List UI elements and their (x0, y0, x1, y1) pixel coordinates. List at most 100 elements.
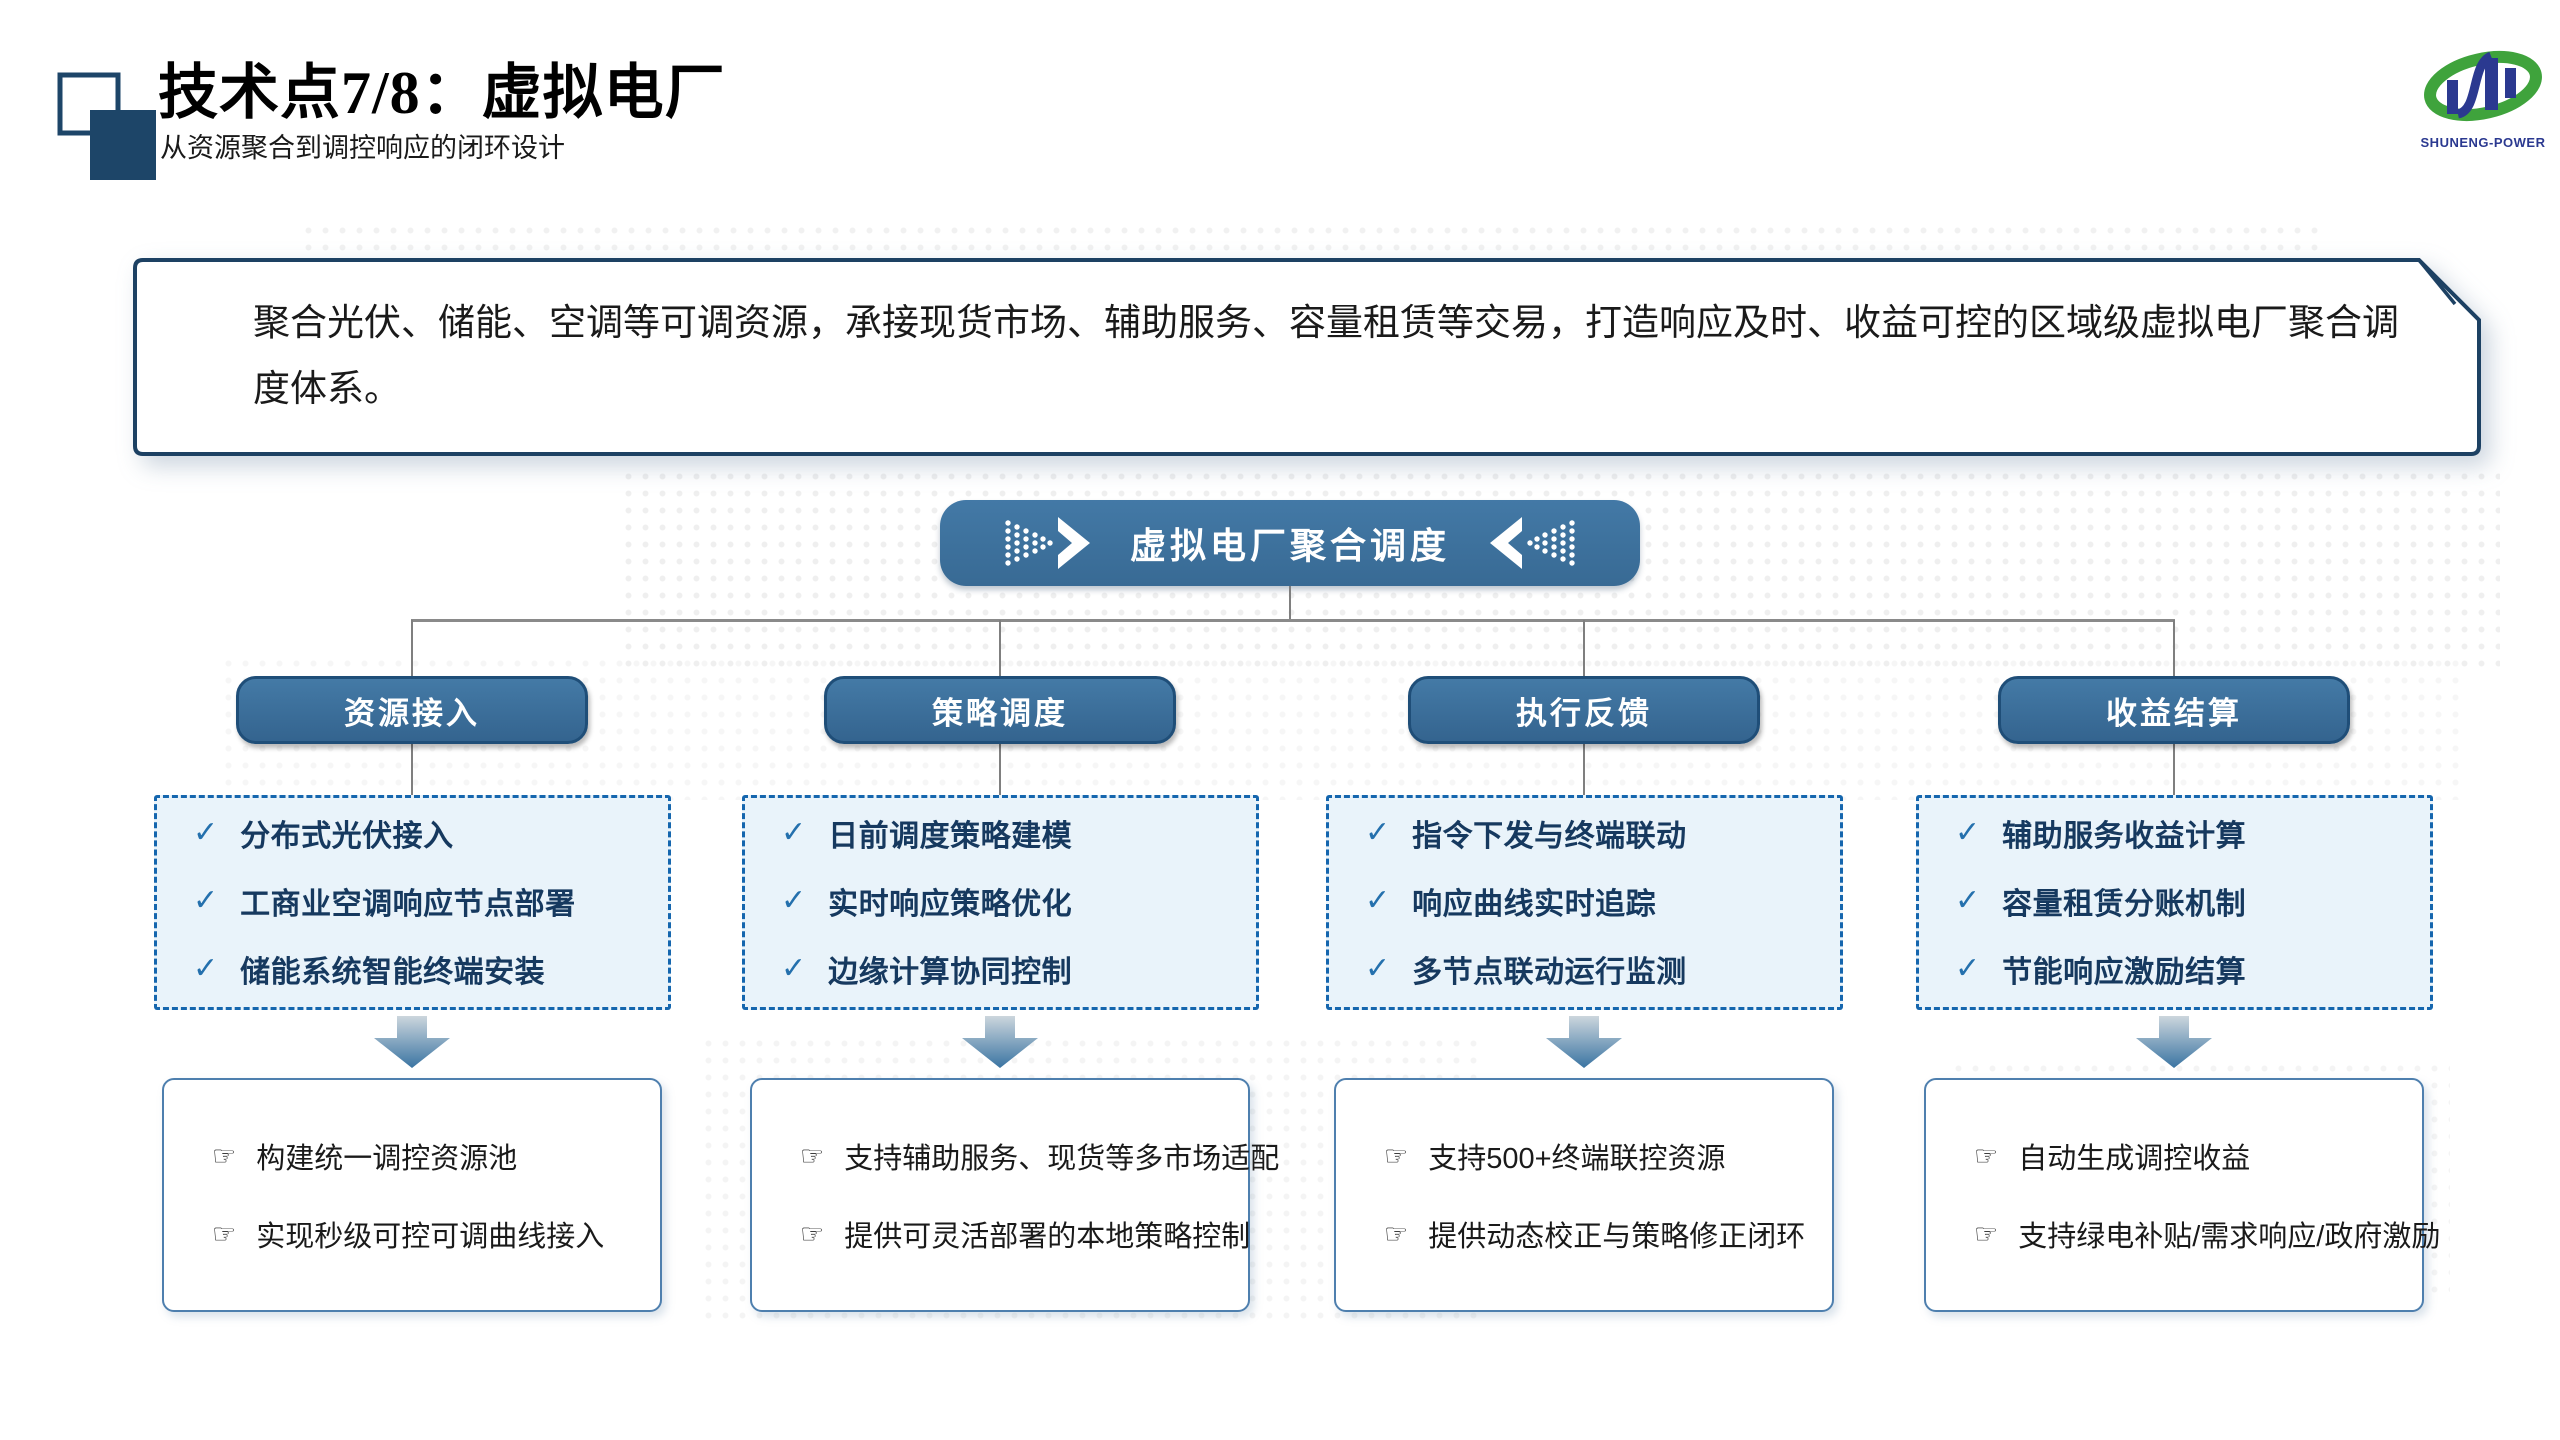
note-item: ☞ 自动生成调控收益 (1974, 1135, 2412, 1177)
check-panel: ✓ 分布式光伏接入 ✓ 工商业空调响应节点部署 ✓ 储能系统智能终端安装 (154, 795, 671, 1010)
chevron-right-icon (1005, 517, 1090, 569)
check-item: ✓ 多节点联动运行监测 (1365, 947, 1826, 991)
dot-pattern (300, 222, 2320, 258)
connector-line (411, 619, 2175, 622)
note-text: 自动生成调控收益 (2018, 1143, 2251, 1175)
note-item: ☞支持绿电补贴/需求响应/政府激励 (1974, 1213, 2440, 1255)
check-text: 实时响应策略优化 (828, 887, 1073, 921)
check-text: 边缘计算协同控制 (828, 955, 1073, 989)
note-text: 提供动态校正与策略修正闭环 (1428, 1221, 1806, 1253)
check-icon: ✓ (1365, 951, 1391, 985)
check-item: ✓ 边缘计算协同控制 (781, 947, 1242, 991)
down-arrow-icon (2136, 1016, 2212, 1068)
root-node: 虚拟电厂聚合调度 (940, 500, 1640, 586)
root-node-label: 虚拟电厂聚合调度 (1129, 525, 1450, 566)
check-item: ✓ 容量租赁分账机制 (1955, 879, 2416, 923)
note-panel: ☞ 支持辅助服务、现货等多市场适配 ☞提供可灵活部署的本地策略控制 (750, 1078, 1279, 1312)
connector-line (2173, 744, 2175, 795)
check-icon: ✓ (781, 815, 807, 849)
page-subtitle: 从资源聚合到调控响应的闭环设计 (160, 133, 565, 163)
connector-line (2173, 620, 2175, 676)
check-item: ✓ 工商业空调响应节点部署 (193, 879, 654, 923)
summary-text: 聚合光伏、储能、空调等可调资源，承接现货市场、辅助服务、容量租赁等交易，打造响应… (253, 302, 2399, 409)
note-item: ☞ 支持辅助服务、现货等多市场适配 (800, 1135, 1279, 1177)
check-item: ✓ 辅助服务收益计算 (1955, 811, 2416, 855)
note-panel: ☞ 构建统一调控资源池 ☞ 实现秒级可控可调曲线接入 (162, 1078, 662, 1312)
summary-box: 聚合光伏、储能、空调等可调资源，承接现货市场、辅助服务、容量租赁等交易，打造响应… (133, 258, 2483, 458)
check-text: 容量租赁分账机制 (2002, 887, 2247, 921)
note-text: 支持500+终端联控资源 (1428, 1143, 1726, 1175)
check-text: 日前调度策略建模 (828, 819, 1073, 853)
pointing-hand-icon: ☞ (1974, 1218, 1999, 1249)
check-item: ✓ 节能响应激励结算 (1955, 947, 2416, 991)
note-panel: ☞ 支持500+终端联控资源 ☞ 提供动态校正与策略修正闭环 (1334, 1078, 1834, 1312)
connector-line (1583, 744, 1585, 795)
pointing-hand-icon: ☞ (1384, 1140, 1409, 1171)
pointing-hand-icon: ☞ (800, 1140, 825, 1171)
company-logo: SHUNENG-POWER (2408, 48, 2558, 150)
check-icon: ✓ (1365, 815, 1391, 849)
chevron-left-icon (1490, 517, 1575, 569)
pointing-hand-icon: ☞ (1974, 1140, 1999, 1171)
check-item: ✓ 指令下发与终端联动 (1365, 811, 1826, 855)
check-item: ✓响应曲线实时追踪 (1365, 879, 1826, 923)
summary-box-frame (133, 258, 2481, 456)
connector-line (1583, 620, 1585, 676)
connector-line (1289, 586, 1291, 620)
connector-line (411, 744, 413, 795)
check-text: 节能响应激励结算 (2002, 955, 2247, 989)
check-text: 辅助服务收益计算 (2002, 819, 2247, 853)
logo-text: SHUNENG-POWER (2420, 135, 2546, 150)
title-squares-icon (57, 72, 156, 180)
down-arrow-icon (374, 1016, 450, 1068)
check-icon: ✓ (1955, 883, 1981, 917)
branch-header-label: 收益结算 (2106, 695, 2242, 731)
check-item: ✓ 分布式光伏接入 (193, 811, 654, 855)
pointing-hand-icon: ☞ (212, 1218, 237, 1249)
check-icon: ✓ (1955, 815, 1981, 849)
check-text: 多节点联动运行监测 (1412, 955, 1687, 989)
check-icon: ✓ (1365, 883, 1391, 917)
branch-header-execution-feedback: 执行反馈 (1408, 676, 1760, 744)
logo-mark-icon (2424, 51, 2542, 121)
branch-header-label: 资源接入 (344, 695, 480, 731)
check-icon: ✓ (193, 951, 219, 985)
note-text: 构建统一调控资源池 (256, 1143, 518, 1175)
note-text: 支持辅助服务、现货等多市场适配 (844, 1143, 1280, 1175)
check-panel: ✓ 日前调度策略建模 ✓ 实时响应策略优化 ✓ 边缘计算协同控制 (742, 795, 1259, 1010)
note-text: 实现秒级可控可调曲线接入 (256, 1221, 605, 1253)
branch-header-revenue-settlement: 收益结算 (1998, 676, 2350, 744)
connector-line (999, 620, 1001, 676)
pointing-hand-icon: ☞ (212, 1140, 237, 1171)
check-panel: ✓ 辅助服务收益计算 ✓ 容量租赁分账机制 ✓ 节能响应激励结算 (1916, 795, 2433, 1010)
down-arrow-icon (1546, 1016, 1622, 1068)
check-text: 工商业空调响应节点部署 (240, 887, 576, 921)
note-item: ☞ 实现秒级可控可调曲线接入 (212, 1213, 650, 1255)
note-item: ☞ 构建统一调控资源池 (212, 1135, 650, 1177)
check-icon: ✓ (193, 883, 219, 917)
pointing-hand-icon: ☞ (1384, 1218, 1409, 1249)
connector-line (999, 744, 1001, 795)
check-panel: ✓ 指令下发与终端联动 ✓响应曲线实时追踪 ✓ 多节点联动运行监测 (1326, 795, 1843, 1010)
check-icon: ✓ (781, 951, 807, 985)
note-item: ☞提供可灵活部署的本地策略控制 (800, 1213, 1250, 1255)
connector-line (411, 620, 413, 676)
down-arrow-icon (962, 1016, 1038, 1068)
check-item: ✓ 储能系统智能终端安装 (193, 947, 654, 991)
check-item: ✓ 实时响应策略优化 (781, 879, 1242, 923)
check-item: ✓ 日前调度策略建模 (781, 811, 1242, 855)
note-item: ☞ 支持500+终端联控资源 (1384, 1135, 1822, 1177)
check-icon: ✓ (193, 815, 219, 849)
branch-header-resource-access: 资源接入 (236, 676, 588, 744)
check-text: 指令下发与终端联动 (1412, 819, 1687, 853)
note-item: ☞ 提供动态校正与策略修正闭环 (1384, 1213, 1822, 1255)
note-panel: ☞ 自动生成调控收益 ☞支持绿电补贴/需求响应/政府激励 (1924, 1078, 2440, 1312)
branch-header-label: 执行反馈 (1516, 695, 1652, 731)
branch-header-label: 策略调度 (932, 695, 1068, 731)
check-text: 储能系统智能终端安装 (240, 955, 546, 989)
check-text: 分布式光伏接入 (240, 819, 454, 853)
branch-header-strategy-dispatch: 策略调度 (824, 676, 1176, 744)
page-title: 技术点7/8：虚拟电厂 (158, 60, 726, 126)
check-icon: ✓ (781, 883, 807, 917)
check-icon: ✓ (1955, 951, 1981, 985)
